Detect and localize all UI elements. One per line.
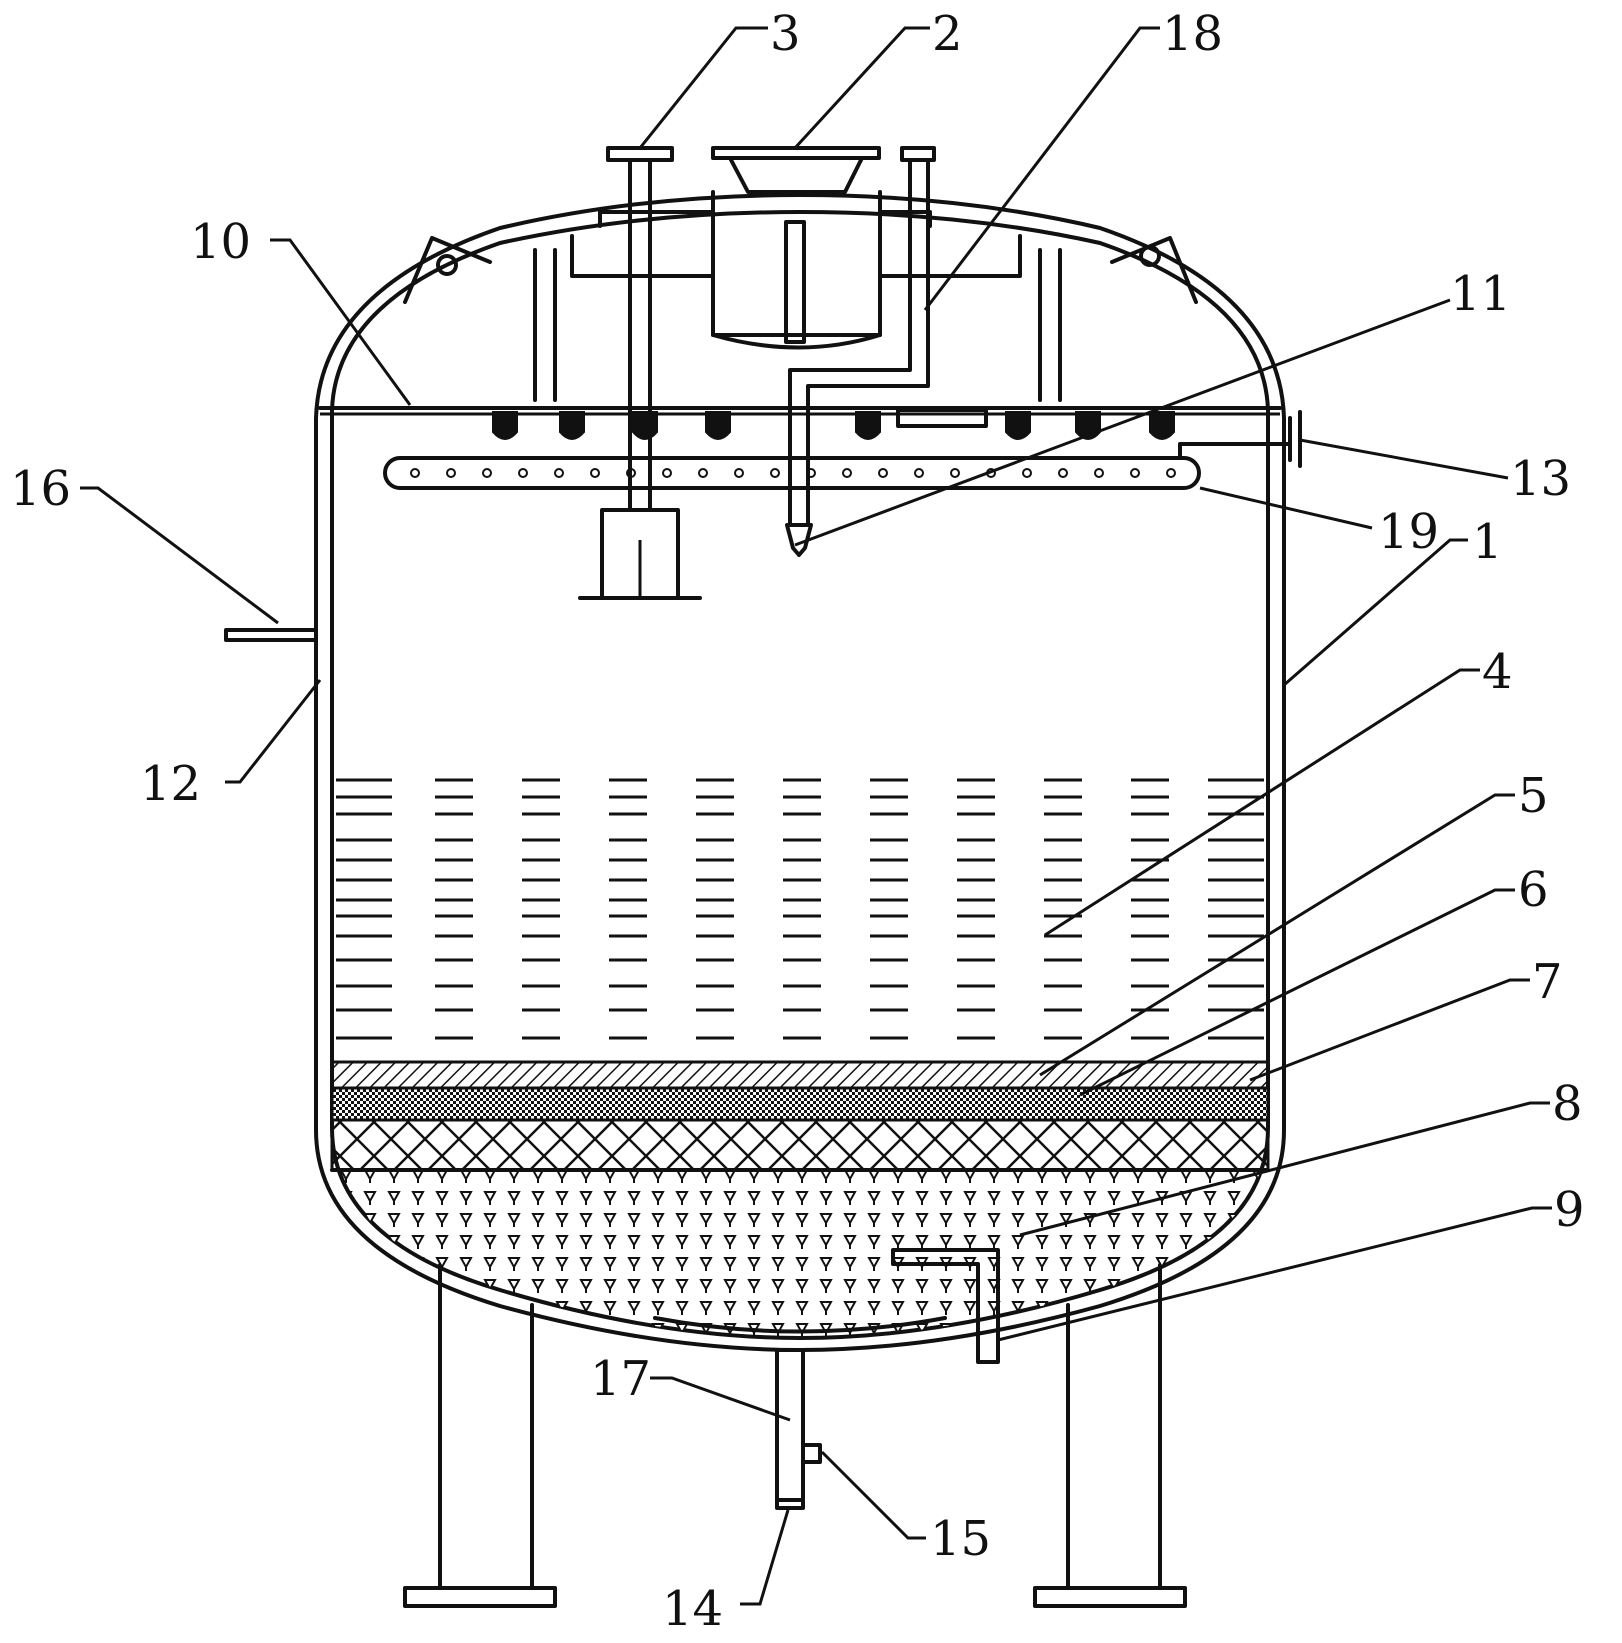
- label-12: 12: [140, 756, 201, 812]
- label-1: 1: [1472, 514, 1503, 570]
- label-7: 7: [1532, 954, 1563, 1010]
- support-legs: [403, 1263, 1187, 1608]
- spray-hole: [482, 468, 492, 478]
- label-6: 6: [1518, 862, 1549, 918]
- label-19: 19: [1378, 504, 1439, 560]
- spray-hole: [878, 468, 888, 478]
- spray-hole: [698, 468, 708, 478]
- nozzle: [492, 411, 518, 440]
- label-17: 17: [590, 1351, 651, 1407]
- label-15: 15: [930, 1511, 991, 1567]
- layer-6: [330, 1086, 1270, 1122]
- label-11: 11: [1450, 266, 1511, 322]
- perforated-spray-pipe: [383, 410, 1302, 490]
- spray-hole: [914, 468, 924, 478]
- nozzle: [1005, 411, 1031, 440]
- spray-hole: [950, 468, 960, 478]
- nozzle: [559, 411, 585, 440]
- leader-lines: [80, 26, 1552, 1606]
- spray-hole: [554, 468, 564, 478]
- spray-hole: [1130, 468, 1140, 478]
- filler-lines: [336, 778, 1264, 1040]
- spray-hole: [446, 468, 456, 478]
- spray-hole: [590, 468, 600, 478]
- spray-hole: [1022, 468, 1032, 478]
- label-9: 9: [1554, 1182, 1585, 1238]
- label-5: 5: [1518, 768, 1549, 824]
- spray-hole: [518, 468, 528, 478]
- part-labels: 3 2 18 10 11 13 19 1 4 5 6 7 8 9 16 12 1…: [10, 6, 1585, 1637]
- spray-hole: [662, 468, 672, 478]
- spray-hole: [1166, 468, 1176, 478]
- layer-8: [332, 1170, 1268, 1338]
- spray-hole: [410, 468, 420, 478]
- label-8: 8: [1552, 1076, 1583, 1132]
- label-2: 2: [932, 6, 963, 62]
- outlet-pipe-9: [653, 1248, 1000, 1364]
- pipe-18: [785, 146, 936, 557]
- nozzle: [855, 411, 881, 440]
- label-14: 14: [662, 1581, 723, 1637]
- label-13: 13: [1510, 451, 1571, 507]
- layer-7: [330, 1118, 1270, 1172]
- nozzle: [632, 411, 658, 440]
- spray-hole: [806, 468, 816, 478]
- bracket: [896, 408, 988, 428]
- label-16: 16: [10, 461, 71, 517]
- pipe-with-stirrer: [578, 146, 702, 600]
- nozzle: [705, 411, 731, 440]
- bottom-drain: [775, 1348, 822, 1510]
- label-18: 18: [1162, 6, 1223, 62]
- lifting-lugs: [403, 236, 1198, 304]
- top-plate: [318, 248, 1282, 416]
- spray-hole: [1094, 468, 1104, 478]
- spray-hole: [1058, 468, 1068, 478]
- nozzle: [1149, 411, 1175, 440]
- label-3: 3: [770, 6, 801, 62]
- feed-port-assembly: [570, 146, 1022, 350]
- spray-hole: [770, 468, 780, 478]
- side-inlet-pipe: [224, 628, 318, 642]
- layer-5: [330, 1060, 1270, 1090]
- spray-hole: [842, 468, 852, 478]
- label-4: 4: [1482, 644, 1513, 700]
- spray-nozzles: [492, 411, 1175, 440]
- spray-hole: [734, 468, 744, 478]
- label-10: 10: [190, 214, 251, 270]
- spray-hole: [626, 468, 636, 478]
